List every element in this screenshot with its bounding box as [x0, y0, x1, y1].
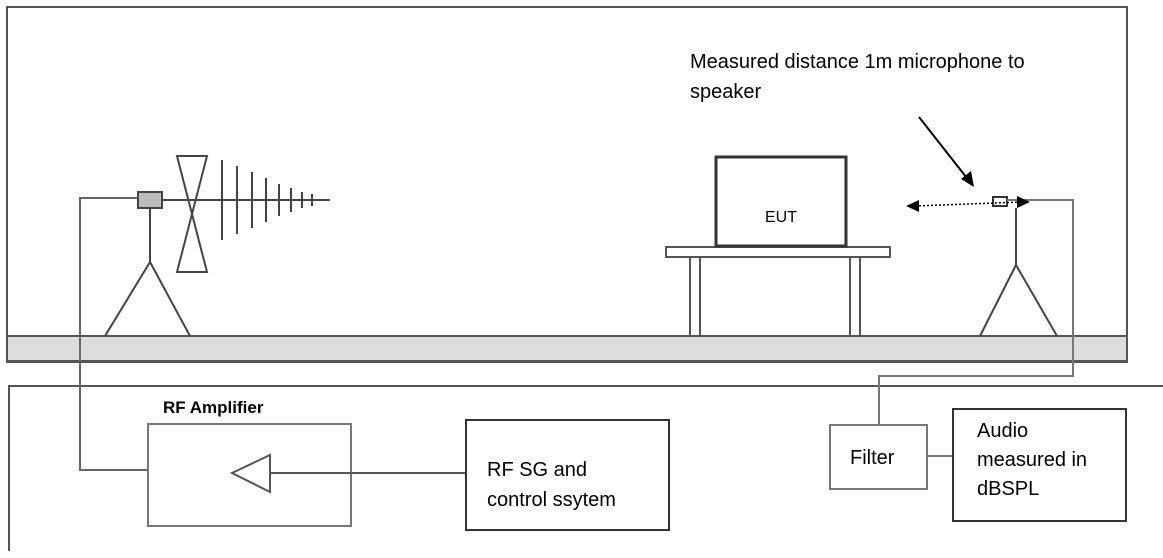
eut-box: [714, 155, 848, 248]
eut-table: [665, 246, 891, 336]
eut-label: EUT: [765, 209, 797, 226]
audio-label-line2: measured in: [977, 449, 1087, 471]
audio-label-line3: dBSPL: [977, 478, 1039, 500]
note-pointer-arrow: [918, 116, 971, 183]
control-room-enclosure: [8, 385, 1163, 551]
chamber-floor: [6, 335, 1128, 362]
audio-label-line1: Audio: [977, 420, 1028, 442]
rf-sg-label-line1: RF SG and: [487, 459, 587, 481]
log-periodic-antenna: [162, 155, 330, 273]
distance-note-line1: Measured distance 1m microphone to: [690, 51, 1025, 73]
antenna-cable: [79, 197, 148, 471]
antenna-connector: [137, 191, 163, 209]
distance-arrow: [914, 201, 1023, 207]
microphone-icon: [992, 196, 1008, 207]
rf-amplifier-label: RF Amplifier: [163, 398, 264, 417]
antenna-tripod: [104, 208, 191, 337]
rf-sg-box: [465, 419, 670, 531]
microphone-tripod: [979, 208, 1058, 337]
microphone-cable: [878, 199, 1074, 426]
distance-arrowhead-left: [906, 200, 919, 212]
filter-box: [829, 424, 928, 490]
note-pointer-arrowhead: [961, 171, 974, 187]
audio-box: [952, 408, 1127, 522]
rf-sg-label-line2: control ssytem: [487, 489, 616, 511]
distance-note-line2: speaker: [690, 81, 761, 103]
filter-label: Filter: [850, 447, 895, 469]
distance-arrowhead-right: [1017, 196, 1030, 208]
